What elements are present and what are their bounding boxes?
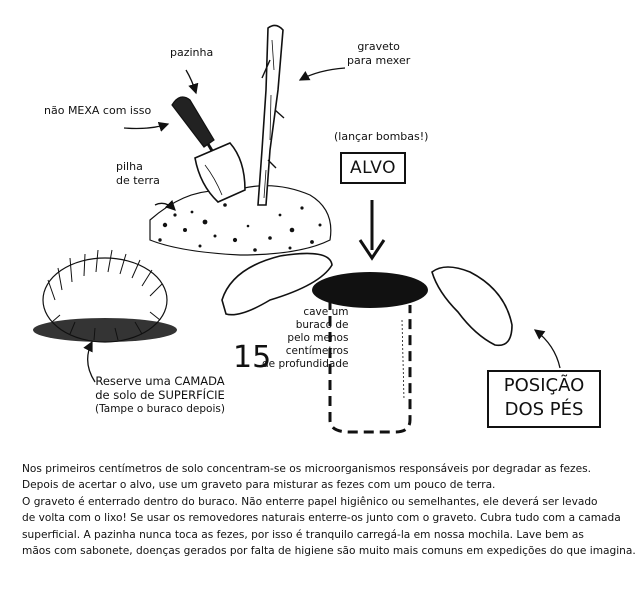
soil-pile: [149, 185, 332, 256]
arrow-pilha: [154, 199, 176, 211]
label-nao-mexa: não MEXA com isso: [44, 104, 152, 117]
paragraph-line: superficial. A pazinha nunca toca as fez…: [22, 528, 584, 541]
hole: [312, 272, 428, 434]
label-lancar: (lançar bombas!): [334, 130, 429, 143]
label-cave-number: 15: [233, 340, 272, 375]
paragraph-line: de volta com o lixo! Se usar os removedo…: [22, 512, 621, 525]
paragraph-line: mãos com sabonete, doenças gerados por f…: [22, 545, 636, 558]
paragraph-line: Nos primeiros centímetros de solo concen…: [22, 463, 592, 475]
alvo-sign: ALVO: [340, 152, 406, 184]
arrow-posicao: [533, 329, 561, 369]
stick-icon: [257, 24, 285, 206]
paragraph-line: Depois de acertar o alvo, use um graveto…: [22, 479, 496, 492]
label-pazinha: pazinha: [170, 46, 214, 59]
arrow-graveto: [298, 67, 346, 81]
trowel-icon: [171, 96, 246, 203]
arrow-reserve: [83, 340, 96, 383]
paragraph-line: O graveto é enterrado dentro do buraco. …: [22, 495, 598, 508]
surface-soil-tuft: [33, 249, 177, 343]
illustration: [33, 24, 561, 434]
description-paragraph: Nos primeiros centímetros de solo concen…: [22, 461, 636, 559]
right-foot-icon: [431, 266, 513, 347]
arrow-nao-mexa: [123, 121, 170, 132]
arrow-pazinha: [185, 69, 199, 95]
left-foot-icon: [221, 252, 333, 316]
